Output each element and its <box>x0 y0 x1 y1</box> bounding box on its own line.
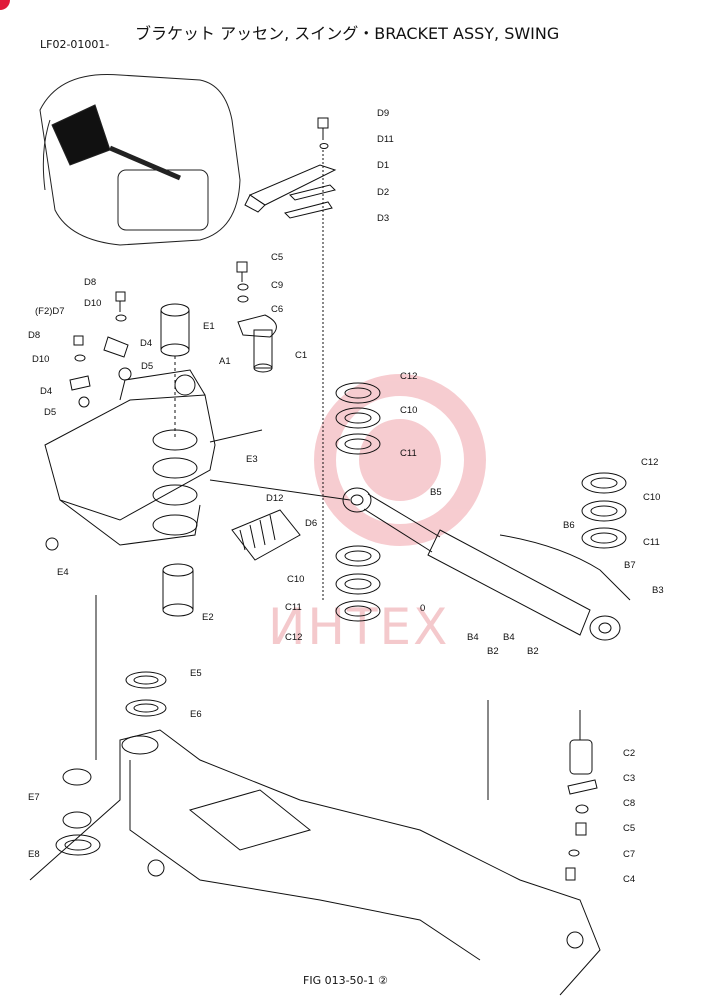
callout-C11: C11 <box>643 537 660 548</box>
callout-B2: B2 <box>487 646 499 657</box>
figure-number: FIG 013-50-1 ② <box>303 974 388 987</box>
machine-thumbnail <box>39 73 241 246</box>
corner-marker <box>0 0 10 10</box>
watermark-text: ИНТЕХ <box>268 598 450 656</box>
callout-E4: E4 <box>57 567 69 578</box>
callout-D10: D10 <box>84 298 102 309</box>
callout-D2: D2 <box>377 187 390 198</box>
callout-E6: E6 <box>190 709 202 720</box>
callout-C7: C7 <box>623 849 636 860</box>
callout-E2: E2 <box>202 612 214 623</box>
callout-B4: B4 <box>503 632 515 643</box>
callout-C3: C3 <box>623 773 636 784</box>
callout-C2: C2 <box>623 748 636 759</box>
callout-D4: D4 <box>40 386 53 397</box>
callout-D3: D3 <box>377 213 390 224</box>
callout-D8: D8 <box>84 277 97 288</box>
callout-C12: C12 <box>400 371 418 382</box>
callout-C10: C10 <box>643 492 661 503</box>
callout-C1: C1 <box>295 350 308 361</box>
callout-F2-D7: (F2)D7 <box>35 306 65 317</box>
callout-E3: E3 <box>246 454 258 465</box>
callout-C12: C12 <box>641 457 659 468</box>
callout-D9: D9 <box>377 108 390 119</box>
watermark-gear-icon <box>314 374 486 546</box>
callout-B3: B3 <box>652 585 664 596</box>
callout-C4: C4 <box>623 874 636 885</box>
callout-D6: D6 <box>305 518 318 529</box>
callout-E7: E7 <box>28 792 40 803</box>
callout-C6: C6 <box>271 304 284 315</box>
callout-C10: C10 <box>400 405 418 416</box>
callout-C5: C5 <box>623 823 636 834</box>
callout-C9: C9 <box>271 280 284 291</box>
document-id: LF02-01001- <box>40 38 110 51</box>
callout-D1: D1 <box>377 160 390 171</box>
callout-A1: A1 <box>219 356 231 367</box>
callout-C11: C11 <box>400 448 417 459</box>
swing-cylinder <box>342 487 631 641</box>
callout-B5: B5 <box>430 487 442 498</box>
callout-D11: D11 <box>377 134 394 145</box>
callout-C12: C12 <box>285 632 303 643</box>
callout-B2: B2 <box>527 646 539 657</box>
callout-E5: E5 <box>190 668 202 679</box>
callout-D10: D10 <box>32 354 50 365</box>
base-frame <box>29 729 601 996</box>
callout-B6: B6 <box>563 520 575 531</box>
callout-C11: C11 <box>285 602 302 613</box>
callout-cylinder-0: 0 <box>420 603 426 614</box>
callout-D12: D12 <box>266 493 284 504</box>
callout-D5: D5 <box>44 407 57 418</box>
callout-E8: E8 <box>28 849 40 860</box>
page-title: ブラケット アッセン, スイング・BRACKET ASSY, SWING <box>135 24 560 43</box>
callout-C5: C5 <box>271 252 284 263</box>
callout-D5: D5 <box>141 361 154 372</box>
callout-D8: D8 <box>28 330 41 341</box>
callout-B4: B4 <box>467 632 479 643</box>
callout-B7: B7 <box>624 560 636 571</box>
callout-E1: E1 <box>203 321 215 332</box>
callout-D4: D4 <box>140 338 153 349</box>
callout-C8: C8 <box>623 798 636 809</box>
swing-bracket <box>44 369 351 546</box>
callout-C10: C10 <box>287 574 305 585</box>
